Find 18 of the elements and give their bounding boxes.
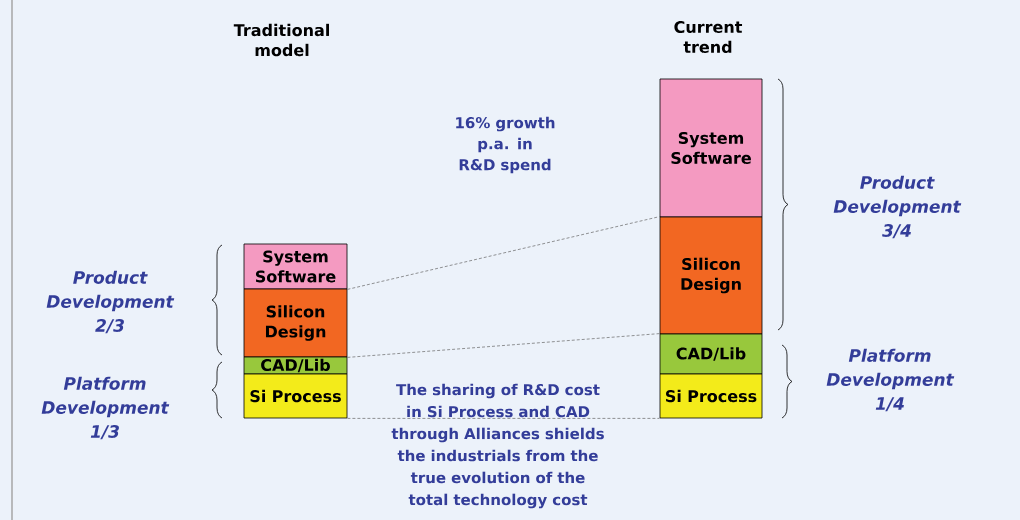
dashed-line xyxy=(347,418,660,419)
stack-segment: System Software xyxy=(659,78,763,218)
brace-label: Product Development 2/3 xyxy=(46,270,175,334)
brace-label: Product Development 3/4 xyxy=(833,175,962,239)
dashed-line xyxy=(347,216,660,290)
stack-segment: System Software xyxy=(243,243,348,290)
brace-label: Platform Development 1/3 xyxy=(41,376,170,440)
annotation-text: 16% growth p.a. in R&D spend xyxy=(456,116,555,174)
column-heading: Traditional model xyxy=(233,23,329,57)
brace-label: Platform Development 1/4 xyxy=(826,348,955,412)
stack-segment: Silicon Design xyxy=(243,288,348,358)
stack-segment: Silicon Design xyxy=(659,216,763,335)
stack-segment: Si Process xyxy=(243,373,348,419)
stack-segment: CAD/Lib xyxy=(659,333,763,375)
note-text: The sharing of R&D cost in Si Process and CAD through Alliances shields the industrials from the true evolution of the total technology cost xyxy=(391,383,604,509)
column-heading: Current trend xyxy=(674,20,743,54)
dashed-line xyxy=(347,333,660,358)
stack-segment: Si Process xyxy=(659,373,763,419)
